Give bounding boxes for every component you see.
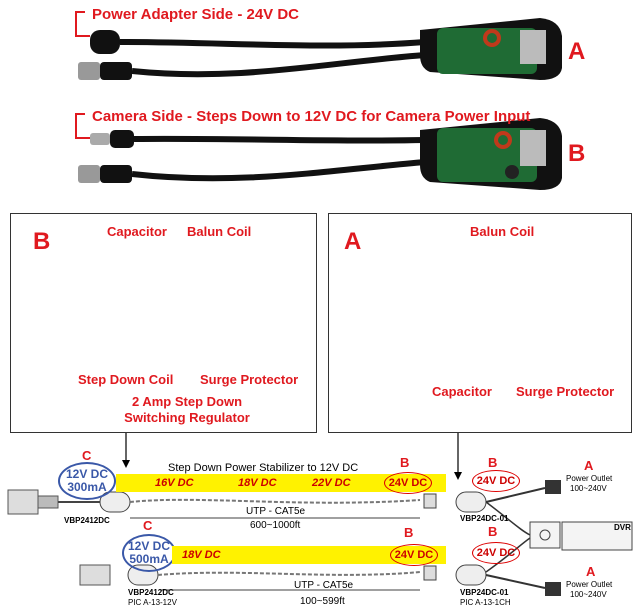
row2-utp-cable: [157, 571, 421, 576]
row1-output-oval: 12V DC 300mA: [58, 462, 116, 500]
row1-utp-cable: [129, 498, 421, 504]
row2-left-model: VBP2412DC: [128, 588, 174, 597]
row1-power-plug: [545, 480, 561, 494]
row1-cable-label: UTP - CAT5e: [246, 506, 306, 517]
panel-b-regulator-line2: Switching Regulator: [124, 410, 250, 425]
panel-a-balun-coil-label: Balun Coil: [470, 224, 535, 239]
row1-v24: 24V DC: [388, 477, 428, 489]
row1-v16: 16V DC: [155, 477, 194, 489]
diagram-title: Step Down Power Stabilizer to 12V DC: [168, 462, 359, 474]
panel-b-step-down-coil-label: Step Down Coil: [78, 372, 174, 387]
device-a-top: [78, 18, 562, 80]
panel-a-letter: A: [344, 228, 362, 255]
row1-camera: [7, 489, 59, 515]
row1-v24-oval: 24V DC: [384, 472, 432, 494]
row1-b-label: B: [400, 455, 410, 470]
row2-b-right-label: B: [488, 524, 498, 539]
row1-outlet-line2: 100~240V: [570, 484, 607, 493]
dvr-box: [529, 521, 633, 551]
panel-b-balun-coil-label: Balun Coil: [187, 224, 252, 239]
row2-distance: 100~599ft: [300, 596, 345, 607]
row2-voltage-band: [172, 546, 446, 564]
row2-outlet-line2: 100~240V: [570, 590, 607, 599]
panel-a-surge-protector-label: Surge Protector: [516, 384, 615, 399]
dvr-label: DVR: [614, 523, 631, 532]
row2-camera: [79, 564, 111, 586]
row2-v24-oval: 24V DC: [390, 544, 438, 566]
row2-output-oval: 12V DC 500mA: [122, 534, 176, 572]
panel-a: [328, 213, 632, 433]
power-adapter-side-title: Power Adapter Side - 24V DC: [92, 6, 299, 23]
row1-a-label: A: [584, 458, 594, 473]
red-bracket-top: [75, 11, 90, 37]
row2-b-right-voltage: 24V DC: [476, 547, 516, 559]
panel-b-regulator-line1: 2 Amp Step Down: [131, 394, 243, 409]
row2-left-pic: PIC A-13-12V: [128, 598, 177, 607]
row1-c-label: C: [82, 448, 92, 463]
device-b-top: [78, 118, 562, 190]
panel-b-capacitor-label: Capacitor: [107, 224, 167, 239]
row1-b-right-voltage: 24V DC: [476, 475, 516, 487]
label-b-top: B: [568, 140, 586, 167]
row2-output-current: 500mA: [129, 552, 169, 566]
row1-distance: 600~1000ft: [250, 520, 301, 531]
panel-b: [10, 213, 317, 433]
row2-right-pic: PIC A-13-1CH: [460, 598, 511, 607]
row2-v18: 18V DC: [182, 549, 221, 561]
panel-b-letter: B: [33, 228, 51, 255]
row1-b-right-label: B: [488, 455, 498, 470]
row2-right-balun: [455, 564, 487, 586]
row1-b-right-oval: 24V DC: [472, 470, 520, 492]
row2-a-label: A: [586, 564, 596, 579]
row1-left-model: VBP2412DC: [64, 516, 110, 525]
panel-a-capacitor-label: Capacitor: [432, 384, 492, 399]
row2-outlet-line1: Power Outlet: [566, 580, 613, 589]
row1-right-balun: [455, 491, 487, 513]
row2-c-label: C: [143, 518, 153, 533]
row2-v24: 24V DC: [394, 549, 434, 561]
row1-v18: 18V DC: [238, 477, 277, 489]
row1-voltage-band: [116, 474, 446, 492]
row2-output-voltage: 12V DC: [127, 539, 171, 553]
row1-v22: 22V DC: [312, 477, 351, 489]
row2-power-plug: [545, 582, 561, 596]
row1-right-model: VBP24DC-01: [460, 514, 509, 523]
row1-outlet-line1: Power Outlet: [566, 474, 613, 483]
row2-cable-label: UTP - CAT5e: [294, 580, 354, 591]
row2-right-model: VBP24DC-01: [460, 588, 509, 597]
row1-output-current: 300mA: [67, 480, 107, 494]
label-a-top: A: [568, 38, 586, 65]
row1-output-voltage: 12V DC: [65, 467, 109, 481]
red-bracket-middle: [75, 113, 90, 139]
row2-b-label: B: [404, 525, 414, 540]
panel-b-surge-protector-label: Surge Protector: [200, 372, 299, 387]
camera-side-title: Camera Side - Steps Down to 12V DC for C…: [92, 108, 531, 125]
row2-b-right-oval: 24V DC: [472, 542, 520, 564]
